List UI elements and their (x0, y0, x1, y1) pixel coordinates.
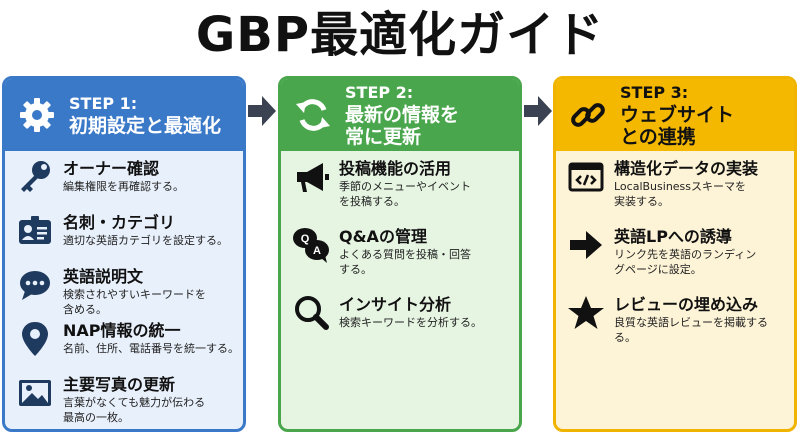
list-item: 構造化データの実装 LocalBusinessスキーマを 実装する。 (566, 157, 794, 225)
list-item: NAP情報の統一 名前、住所、電話番号を統一する。 (15, 319, 243, 373)
arrow-right-icon (570, 231, 602, 259)
photo-icon (19, 380, 51, 406)
list-item: Q A Q&Aの管理 よくある質問を投稿・回答 する。 (291, 225, 519, 293)
step-2-label: STEP 2: (345, 83, 414, 102)
step-1-header: STEP 1: 初期設定と最適化 (5, 79, 243, 151)
item-desc: よくある質問を投稿・回答 (339, 248, 471, 261)
item-title: Q&Aの管理 (339, 227, 427, 246)
item-title: 構造化データの実装 (614, 159, 759, 178)
item-desc: LocalBusinessスキーマを (614, 180, 747, 193)
item-desc: 季節のメニューやイベント (339, 180, 471, 193)
megaphone-icon (297, 163, 329, 192)
item-title: NAP情報の統一 (63, 321, 181, 340)
item-desc: る。 (614, 331, 636, 344)
step-3-label: STEP 3: (620, 83, 689, 102)
id-card-icon (19, 216, 51, 244)
item-desc: を投稿する。 (339, 195, 405, 208)
item-desc: 検索キーワードを分析する。 (339, 316, 482, 329)
qa-bubbles-icon: Q A (293, 228, 329, 263)
code-window-icon (568, 162, 604, 192)
item-title: 英語LPへの誘導 (614, 227, 732, 246)
chat-bubble-icon (20, 271, 50, 300)
item-desc: 良質な英語レビューを掲載する (614, 316, 768, 329)
flow-arrow-icon (524, 96, 552, 126)
item-desc: する。 (339, 263, 372, 276)
step-2-header: STEP 2: 最新の情報を 常に更新 (281, 79, 519, 151)
gear-icon (20, 98, 54, 132)
item-desc: 検索されやすいキーワードを (63, 288, 206, 301)
item-desc: 実装する。 (614, 195, 669, 208)
svg-text:A: A (313, 245, 321, 257)
refresh-icon (296, 99, 330, 131)
item-desc: 最高の一枚。 (63, 411, 129, 424)
item-title: 投稿機能の活用 (339, 159, 452, 178)
svg-text:Q: Q (301, 233, 310, 245)
item-title: 主要写真の更新 (63, 375, 176, 394)
list-item: 英語LPへの誘導 リンク先を英語のランディン グページに設定。 (566, 225, 794, 293)
step-1-subtitle: 初期設定と最適化 (69, 115, 222, 137)
item-desc: 名前、住所、電話番号を統一する。 (63, 342, 239, 355)
step-3-card: STEP 3: ウェブサイト との連携 構造化データの実装 LocalBusin… (553, 76, 797, 432)
step-1-label: STEP 1: (69, 94, 138, 113)
list-item: 主要写真の更新 言葉がなくても魅力が伝わる 最高の一枚。 (15, 373, 243, 427)
step-3-header: STEP 3: ウェブサイト との連携 (556, 79, 794, 151)
item-desc: 適切な英語カテゴリを設定する。 (63, 234, 228, 247)
list-item: 投稿機能の活用 季節のメニューやイベント を投稿する。 (291, 157, 519, 225)
star-icon (568, 296, 604, 329)
item-desc: リンク先を英語のランディン (614, 248, 757, 261)
magnifier-icon (295, 296, 329, 330)
page-title: GBP最適化ガイド (195, 7, 605, 63)
item-title: オーナー確認 (63, 159, 160, 178)
map-pin-icon (22, 322, 48, 356)
step-2-subtitle: 常に更新 (345, 126, 422, 148)
item-title: レビューの埋め込み (614, 295, 759, 314)
step-3-subtitle: ウェブサイト (620, 104, 735, 126)
flow-arrow-icon (248, 96, 276, 126)
step-2-card: STEP 2: 最新の情報を 常に更新 投稿機能の活用 季節のメニューやイベント… (278, 76, 522, 432)
list-item: インサイト分析 検索キーワードを分析する。 (291, 293, 519, 361)
list-item: 名刺・カテゴリ 適切な英語カテゴリを設定する。 (15, 211, 243, 265)
step-2-subtitle: 最新の情報を (345, 104, 460, 126)
item-title: 名刺・カテゴリ (63, 213, 176, 232)
item-title: 英語説明文 (63, 267, 144, 286)
key-icon (21, 161, 50, 192)
step-3-subtitle: との連携 (620, 126, 696, 148)
step-1-card: STEP 1: 初期設定と最適化 オーナー確認 編集権限を再確認する。 (2, 76, 246, 432)
list-item: オーナー確認 編集権限を再確認する。 (15, 157, 243, 211)
item-title: インサイト分析 (339, 295, 452, 314)
item-desc: 含める。 (63, 303, 107, 316)
link-icon (571, 103, 605, 127)
list-item: 英語説明文 検索されやすいキーワードを 含める。 (15, 265, 243, 319)
list-item: レビューの埋め込み 良質な英語レビューを掲載する る。 (566, 293, 794, 361)
item-desc: グページに設定。 (614, 263, 702, 276)
item-desc: 編集権限を再確認する。 (63, 180, 184, 193)
item-desc: 言葉がなくても魅力が伝わる (63, 396, 206, 409)
